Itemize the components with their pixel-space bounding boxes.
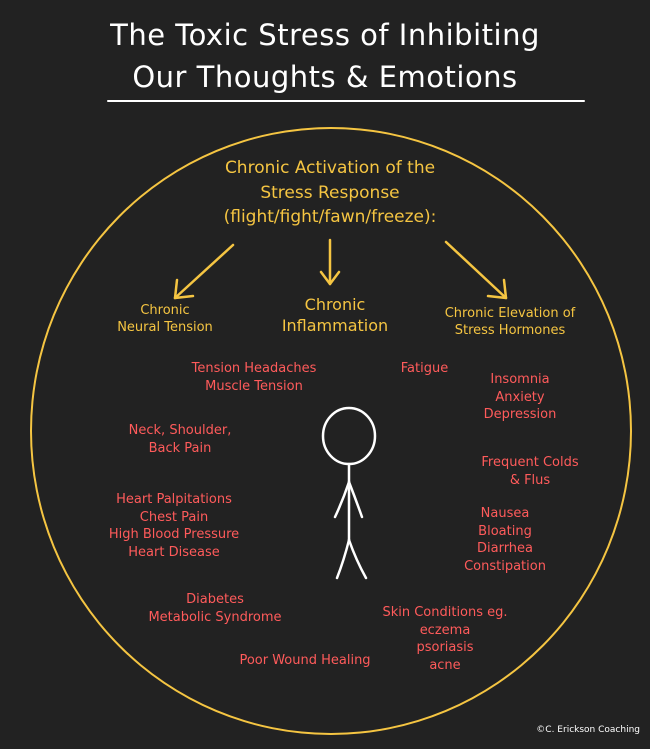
branch-neural-tension: Chronic Neural Tension — [85, 303, 245, 337]
symptom-neck-back: Neck, Shoulder, Back Pain — [105, 422, 255, 457]
symptom-mental: Insomnia Anxiety Depression — [465, 371, 575, 424]
symptom-colds: Frequent Colds & Flus — [455, 454, 605, 489]
arrow-down-icon — [175, 245, 233, 298]
symptom-heart: Heart Palpitations Chest Pain High Blood… — [88, 491, 260, 561]
symptom-metabolic: Diabetes Metabolic Syndrome — [130, 591, 300, 626]
arrow-down-icon — [446, 242, 506, 298]
credit: ©C. Erickson Coaching — [536, 725, 640, 735]
symptom-fatigue: Fatigue — [382, 360, 467, 378]
stick-figure-icon — [323, 408, 375, 578]
branch-stress-hormones: Chronic Elevation of Stress Hormones — [420, 306, 600, 340]
arrow-down-icon — [321, 240, 339, 284]
symptom-tension: Tension Headaches Muscle Tension — [170, 360, 338, 395]
symptom-digestive: Nausea Bloating Diarrhea Constipation — [445, 505, 565, 575]
symptom-skin: Skin Conditions eg. eczema psoriasis acn… — [365, 604, 525, 674]
symptom-wound-healing: Poor Wound Healing — [225, 652, 385, 670]
branch-inflammation: Chronic Inflammation — [255, 295, 415, 337]
